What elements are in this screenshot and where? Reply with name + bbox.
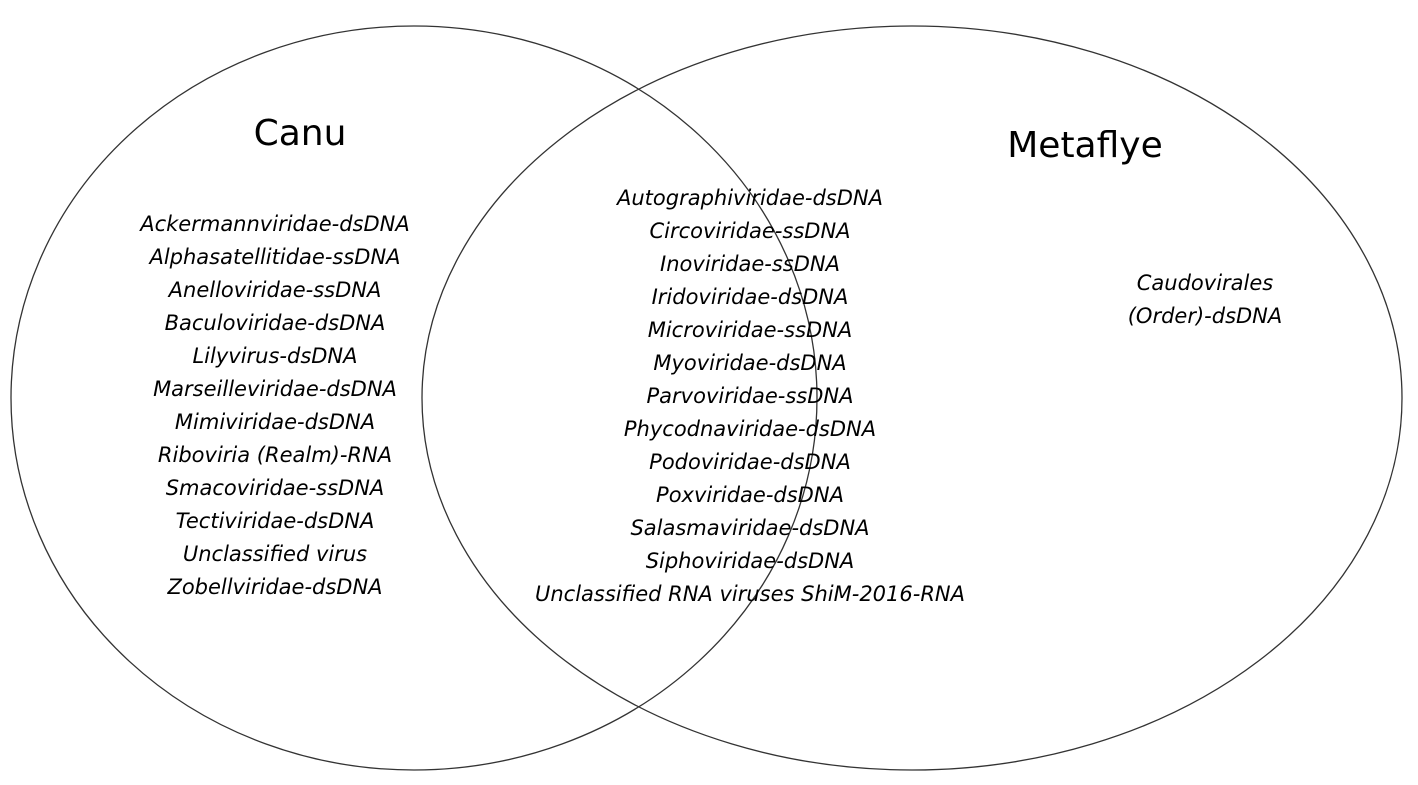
list-item: Baculoviridae-dsDNA — [164, 311, 386, 335]
canu-set-ellipse — [10, 25, 818, 771]
canu-only-list: Ackermannviridae-dsDNA Alphasatellitidae… — [105, 208, 445, 604]
list-item: Myoviridae-dsDNA — [653, 351, 847, 375]
list-item: Marseilleviridae-dsDNA — [153, 377, 397, 401]
list-item: Circoviridae-ssDNA — [649, 219, 851, 243]
shared-list: Autographiviridae-dsDNA Circoviridae-ssD… — [500, 182, 1000, 611]
list-item: (Order)-dsDNA — [1127, 304, 1283, 328]
list-item: Zobellviridae-dsDNA — [167, 575, 383, 599]
list-item: Salasmaviridae-dsDNA — [630, 516, 870, 540]
metaflye-only-list: Caudovirales (Order)-dsDNA — [1090, 267, 1320, 333]
list-item: Tectiviridae-dsDNA — [175, 509, 375, 533]
list-item: Iridoviridae-dsDNA — [651, 285, 849, 309]
list-item: Mimiviridae-dsDNA — [174, 410, 376, 434]
canu-set-title: Canu — [253, 113, 347, 154]
list-item: Phycodnaviridae-dsDNA — [623, 417, 877, 441]
list-item: Inoviridae-ssDNA — [660, 252, 840, 276]
list-item: Smacoviridae-ssDNA — [165, 476, 385, 500]
list-item: Autographiviridae-dsDNA — [616, 186, 883, 210]
list-item: Podoviridae-dsDNA — [649, 450, 851, 474]
list-item: Parvoviridae-ssDNA — [646, 384, 854, 408]
list-item: Caudovirales — [1136, 271, 1274, 295]
list-item: Alphasatellitidae-ssDNA — [149, 245, 401, 269]
list-item: Poxviridae-dsDNA — [656, 483, 844, 507]
list-item: Anelloviridae-ssDNA — [168, 278, 382, 302]
list-item: Unclassified virus — [182, 542, 368, 566]
list-item: Ackermannviridae-dsDNA — [140, 212, 410, 236]
metaflye-set-title: Metaflye — [1007, 125, 1163, 166]
list-item: Lilyvirus-dsDNA — [192, 344, 358, 368]
list-item: Riboviria (Realm)-RNA — [157, 443, 393, 467]
list-item: Microviridae-ssDNA — [647, 318, 853, 342]
list-item: Siphoviridae-dsDNA — [645, 549, 855, 573]
list-item: Unclassified RNA viruses ShiM-2016-RNA — [534, 582, 966, 606]
metaflye-set-ellipse — [421, 25, 1403, 771]
